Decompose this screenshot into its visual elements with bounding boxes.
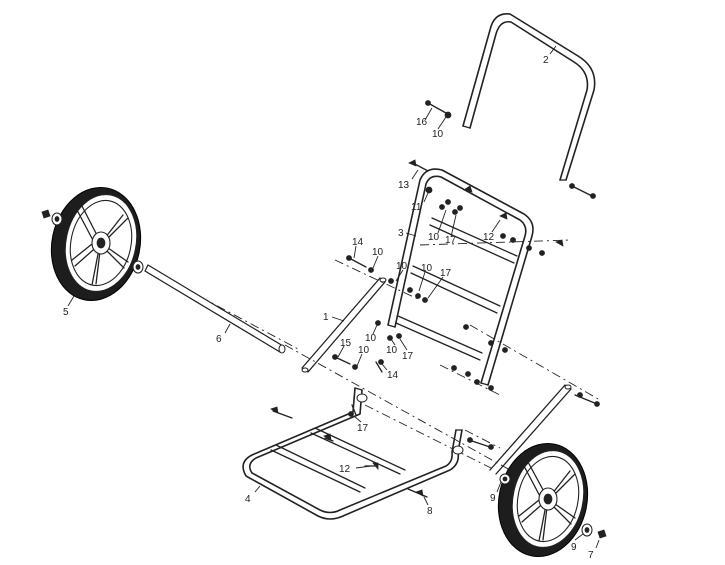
callout-17-frame-mid: 17 [440, 268, 452, 279]
hardware-set [41, 100, 607, 539]
base-frame-part-4 [242, 387, 464, 520]
callout-10-brace-top: 10 [372, 247, 384, 258]
callout-9-outer: 9 [571, 542, 577, 553]
callout-3: 3 [398, 228, 404, 239]
callout-10-brace-bottom: 10 [358, 345, 370, 356]
callout-7: 7 [588, 550, 594, 561]
callout-labels: 1 2 3 4 5 6 7 8 9 9 10 10 10 10 10 10 10… [63, 55, 594, 561]
callout-10-frame-top: 10 [428, 232, 440, 243]
callout-17-frame-bottom: 17 [402, 351, 414, 362]
callout-16: 16 [416, 117, 428, 128]
callout-8: 8 [427, 506, 433, 517]
upright-frame-part-3 [387, 168, 534, 386]
callout-11: 11 [411, 202, 422, 213]
brace-right [489, 384, 572, 475]
callout-9-inner: 9 [490, 493, 496, 504]
assembly-centerlines [149, 239, 601, 471]
wheel-right [497, 443, 589, 557]
callout-14-bottom: 14 [387, 370, 399, 381]
callout-10-handle: 10 [432, 129, 444, 140]
callout-10-frame-low: 10 [365, 333, 377, 344]
callout-10-frame-mid: 10 [421, 263, 433, 274]
callout-1: 1 [323, 312, 329, 323]
wheel-left-part-5 [50, 187, 142, 301]
handle-part-2 [462, 13, 596, 181]
callout-12-base: 12 [339, 464, 351, 475]
brace-part-1 [301, 277, 387, 373]
callout-15: 15 [340, 338, 352, 349]
callout-17-base: 17 [357, 423, 369, 434]
axle-part-6 [144, 264, 286, 354]
callout-14-top: 14 [352, 237, 364, 248]
callout-10-frame-bottom: 10 [386, 345, 398, 356]
callout-4: 4 [245, 494, 251, 505]
callout-17-frame-top: 17 [445, 235, 457, 246]
callout-13: 13 [398, 180, 410, 191]
callout-2: 2 [543, 55, 549, 66]
leader-lines [67, 45, 600, 549]
callout-12-frame: 12 [483, 232, 495, 243]
callout-6: 6 [216, 334, 222, 345]
callout-5: 5 [63, 307, 69, 318]
callout-10-frame-left: 10 [396, 261, 408, 272]
